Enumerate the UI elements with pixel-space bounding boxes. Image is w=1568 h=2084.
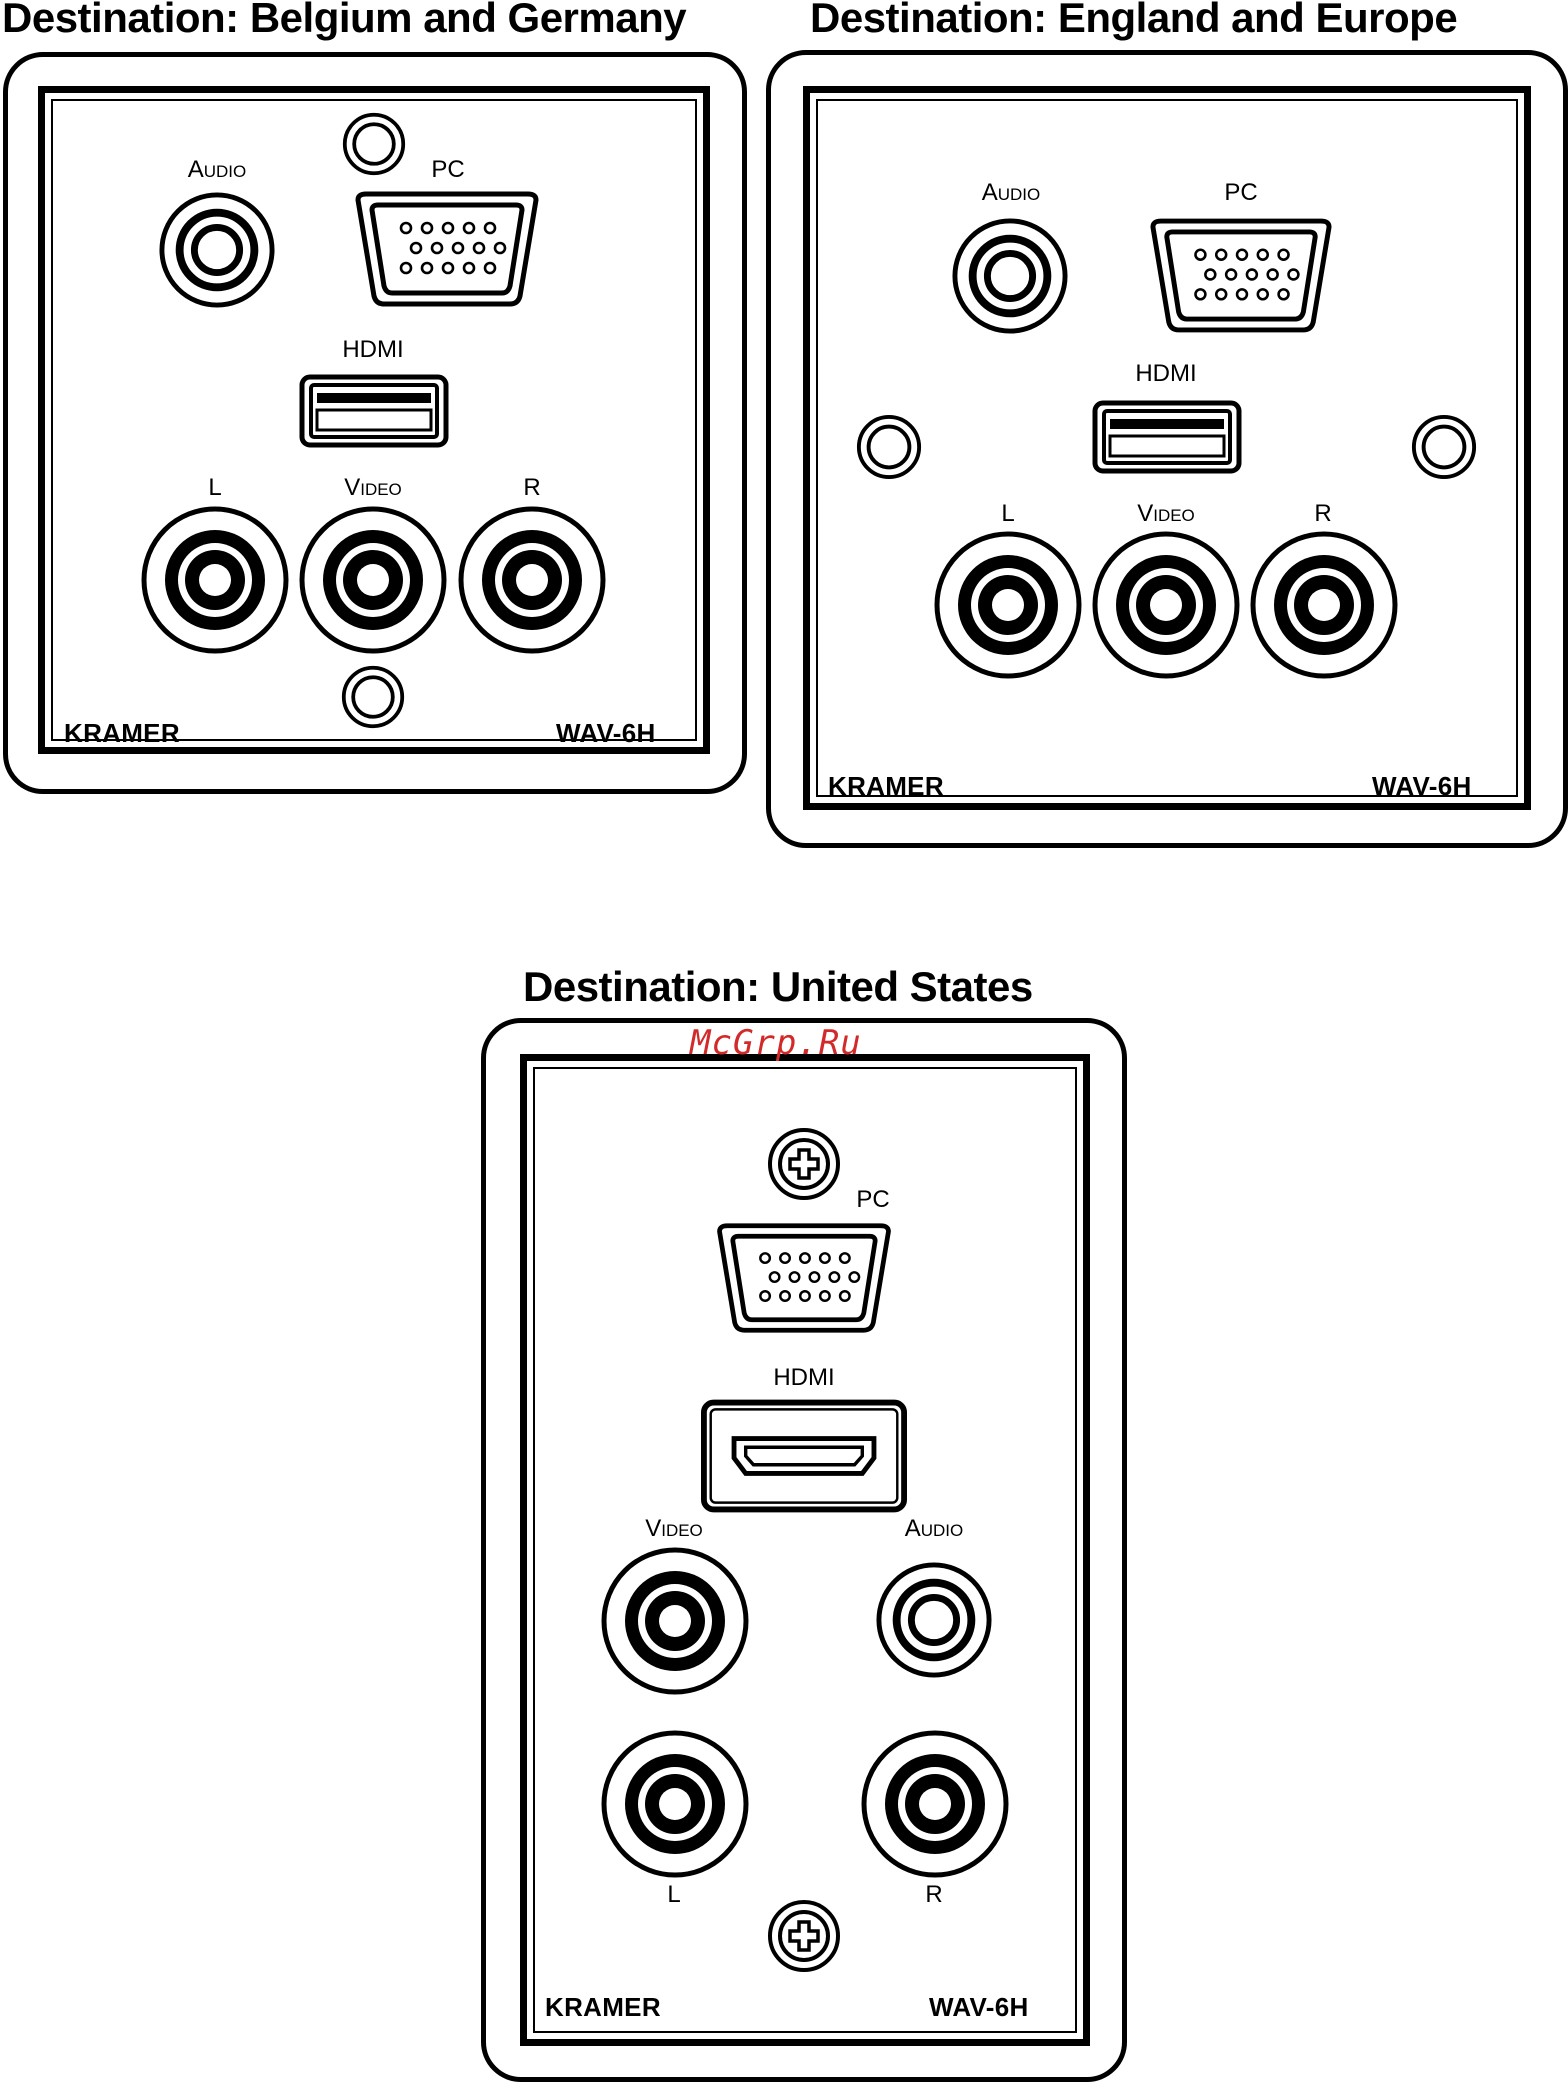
- brand-label: KRAMER: [545, 1994, 661, 2020]
- audio-jack-icon: [158, 191, 276, 309]
- rca-jack-left-icon: [933, 530, 1083, 680]
- brand-label: KRAMER: [828, 773, 944, 799]
- video-label: Video: [344, 476, 402, 500]
- left-label: L: [667, 1883, 680, 1907]
- rca-jack-left-icon: [600, 1729, 750, 1879]
- mounting-hole-icon: [855, 413, 923, 481]
- audio-label: Audio: [982, 181, 1041, 205]
- right-label: R: [925, 1883, 942, 1907]
- title-england-europe: Destination: England and Europe: [810, 0, 1457, 39]
- rca-jack-video-icon: [600, 1546, 750, 1696]
- video-label: Video: [645, 1517, 703, 1541]
- right-label: R: [1314, 502, 1331, 526]
- title-belgium-germany: Destination: Belgium and Germany: [2, 0, 686, 39]
- right-label: R: [523, 476, 540, 500]
- video-label: Video: [1137, 502, 1195, 526]
- rca-jack-left-icon: [140, 505, 290, 655]
- vga-port-icon: [1147, 217, 1335, 334]
- rca-jack-right-icon: [1249, 530, 1399, 680]
- audio-jack-icon: [951, 217, 1069, 335]
- pc-label: PC: [1224, 181, 1257, 205]
- mounting-hole-icon: [341, 111, 407, 177]
- hdmi-label: HDMI: [342, 338, 403, 362]
- model-label: WAV-6H: [556, 720, 656, 746]
- phillips-screw-icon: [766, 1898, 842, 1974]
- audio-jack-icon: [875, 1561, 993, 1679]
- watermark: McGrp.Ru: [690, 1026, 862, 1060]
- mounting-hole-icon: [1410, 413, 1478, 481]
- vga-port-icon: [352, 190, 542, 308]
- hdmi-label: HDMI: [1135, 362, 1196, 386]
- pc-label: PC: [431, 158, 464, 182]
- pc-label: PC: [856, 1188, 889, 1212]
- audio-label: Audio: [188, 158, 247, 182]
- vga-port-icon: [710, 1222, 898, 1334]
- rca-jack-video-icon: [298, 505, 448, 655]
- phillips-screw-icon: [766, 1126, 842, 1202]
- brand-label: KRAMER: [64, 720, 180, 746]
- model-label: WAV-6H: [929, 1994, 1029, 2020]
- left-label: L: [208, 476, 221, 500]
- rca-jack-right-icon: [860, 1729, 1010, 1879]
- hdmi-usb-style-port-icon: [1092, 399, 1242, 475]
- hdmi-port-icon: [701, 1398, 907, 1514]
- title-united-states: Destination: United States: [523, 966, 1033, 1008]
- left-label: L: [1001, 502, 1014, 526]
- hdmi-usb-style-port-icon: [299, 374, 449, 448]
- rca-jack-right-icon: [457, 505, 607, 655]
- mounting-hole-icon: [340, 664, 406, 730]
- audio-label: Audio: [905, 1517, 964, 1541]
- rca-jack-video-icon: [1091, 530, 1241, 680]
- hdmi-label: HDMI: [773, 1366, 834, 1390]
- model-label: WAV-6H: [1372, 773, 1472, 799]
